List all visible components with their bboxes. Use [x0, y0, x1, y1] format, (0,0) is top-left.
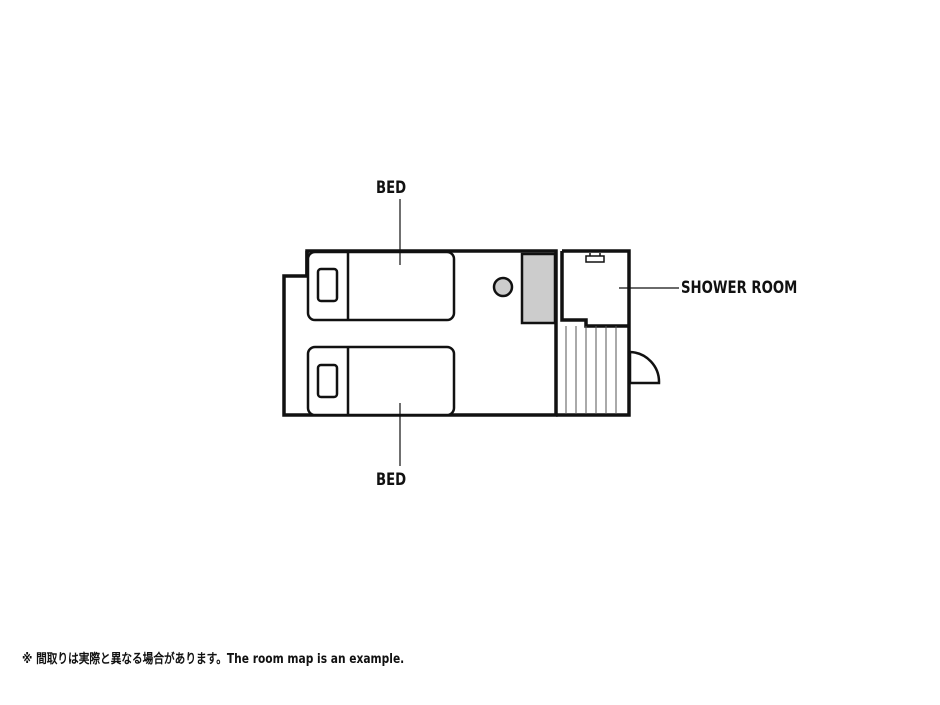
- bed-label-bottom: BED: [376, 470, 407, 490]
- door: [628, 350, 661, 385]
- leader-lines: [399, 199, 679, 466]
- bed-top: [306, 250, 456, 322]
- shower-room-label: SHOWER ROOM: [681, 278, 798, 298]
- disclaimer-note: ※ 間取りは実際と異なる場合があります。The room map is an e…: [22, 652, 405, 667]
- shower-fixture: [585, 253, 605, 263]
- bed-label-top: BED: [376, 178, 407, 198]
- bed-bottom: [306, 345, 456, 417]
- entrance-floor: [565, 326, 617, 414]
- wardrobe: [520, 252, 557, 325]
- table: [492, 276, 514, 298]
